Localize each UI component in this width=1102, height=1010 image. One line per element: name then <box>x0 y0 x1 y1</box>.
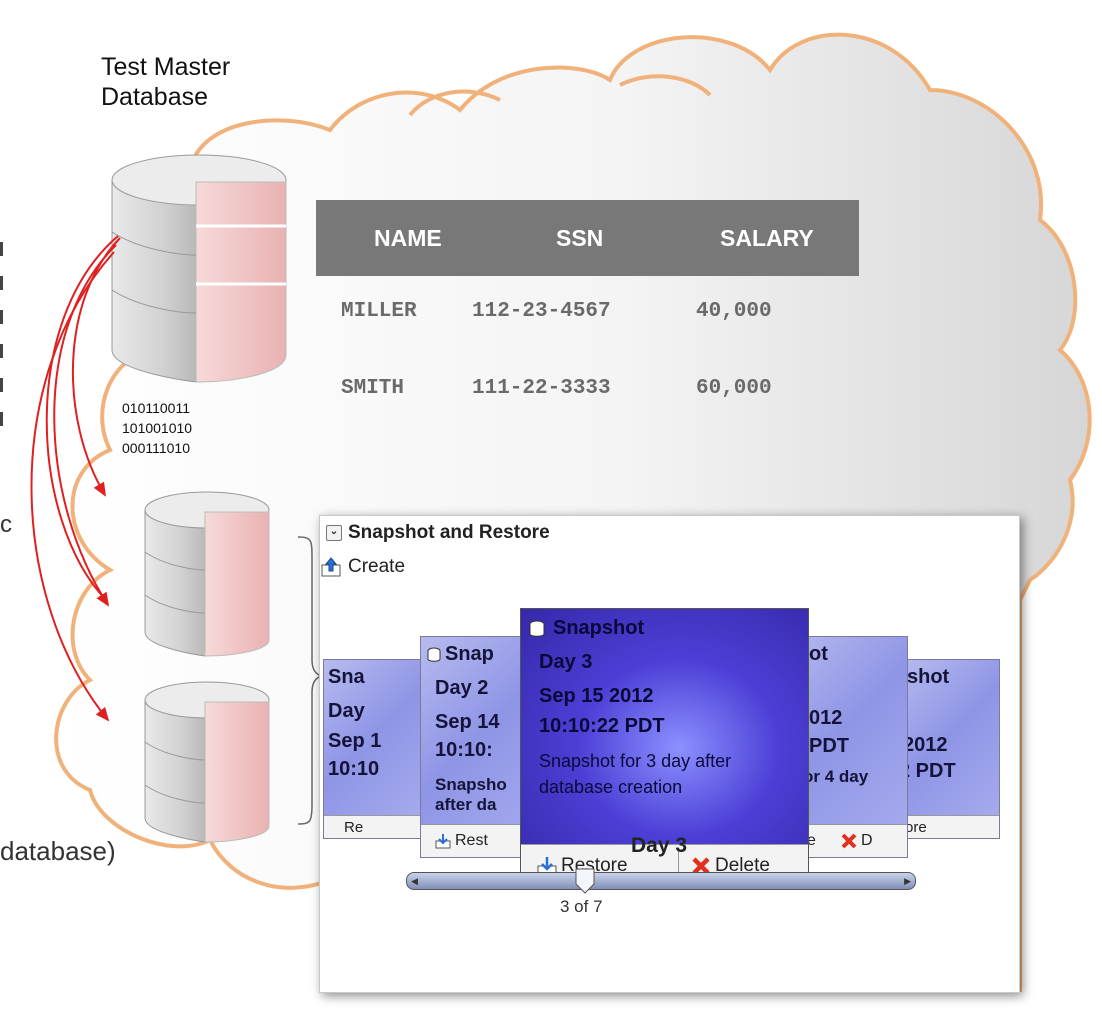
snapshot-card-day1[interactable]: Sna Day Sep 1 10:10 Re <box>323 659 425 839</box>
left-cut-text: c <box>0 511 12 538</box>
slider-right-arrow-icon[interactable]: ▶ <box>904 876 911 886</box>
database-icon <box>427 647 441 662</box>
snapshot-database-icon <box>144 681 270 843</box>
snapshot-card-header: Snapshot <box>529 617 644 640</box>
snapshot-card-date: Sep 14 <box>435 711 500 733</box>
cell-salary: 40,000 <box>696 300 772 323</box>
snapshot-card-title: shot <box>907 666 950 688</box>
restore-button[interactable]: ore <box>905 816 927 838</box>
restore-label: e <box>807 832 816 849</box>
delete-label: D <box>861 832 873 849</box>
snapshot-card-header: Snap <box>427 643 494 666</box>
panel-title: Snapshot and Restore <box>348 522 550 543</box>
snapshot-card-description: database creation <box>539 777 683 797</box>
snapshot-card-time: 10:10: <box>435 739 493 761</box>
delete-button[interactable]: D <box>841 825 873 857</box>
button-divider <box>678 849 679 883</box>
restore-button[interactable]: e <box>807 825 816 857</box>
left-cut-text: database) <box>0 836 116 866</box>
snapshot-card-date: 2012 <box>903 734 948 756</box>
restore-label: ore <box>905 818 927 836</box>
snapshot-card-time: 2 PDT <box>899 760 956 782</box>
snapshot-database-icon <box>144 491 270 657</box>
cell-ssn: 111-22-3333 <box>472 377 611 400</box>
snapshot-card-title: Sna <box>328 666 365 688</box>
snapshot-card-title: Snap <box>445 643 494 665</box>
snapshot-card-description: Snapshot for 3 day after <box>539 751 732 771</box>
restore-button[interactable]: Rest <box>435 825 488 857</box>
snapshot-card-date: Sep 1 <box>328 730 382 752</box>
master-database-icon <box>111 154 287 383</box>
cell-name: SMITH <box>341 377 405 400</box>
database-icon <box>529 620 545 637</box>
snapshot-card-title: Snapshot <box>553 617 645 639</box>
delete-label: Delete <box>715 855 770 876</box>
card-footer: ore <box>899 815 999 838</box>
column-header-name: NAME <box>374 225 442 251</box>
snapshot-card-day: Day <box>328 700 365 722</box>
snapshot-card-description: or 4 day <box>803 767 869 786</box>
create-snapshot-icon <box>321 557 341 577</box>
restore-label: Re <box>344 818 364 836</box>
slider-left-arrow-icon[interactable]: ◀ <box>411 876 418 886</box>
clone-arrows <box>30 235 121 722</box>
snapshot-card-title: ot <box>809 643 828 665</box>
snapshot-restore-panel: ⌄ Snapshot and Restore Create Sna Day Se… <box>319 515 1020 993</box>
snapshot-card-time: PDT <box>809 735 849 757</box>
slider-day-label: Day 3 <box>631 834 688 857</box>
restore-label: Rest <box>455 832 488 849</box>
restore-button[interactable]: Re <box>344 816 363 838</box>
restore-icon <box>435 834 451 849</box>
snapshot-card-date: 012 <box>809 707 843 729</box>
column-header-ssn: SSN <box>556 225 604 251</box>
binary-data-text: 010110011 101001010 000111010 <box>122 400 193 456</box>
snapshot-card-time: 10:10:22 PDT <box>539 715 665 737</box>
snapshot-card-description: Snapsho <box>435 775 507 794</box>
delete-x-icon <box>692 857 710 875</box>
snapshot-card-day5[interactable]: shot 2012 2 PDT ore <box>898 659 1000 839</box>
cell-name: MILLER <box>341 300 417 323</box>
delete-button[interactable]: Delete <box>691 845 770 887</box>
card-footer: Re <box>324 815 424 838</box>
snapshot-card-time: 10:10 <box>328 758 380 780</box>
chevron-down-icon[interactable]: ⌄ <box>326 525 342 541</box>
snapshot-slider[interactable]: ◀ ▶ <box>406 872 916 890</box>
column-header-salary: SALARY <box>720 225 814 251</box>
cell-salary: 60,000 <box>696 377 772 400</box>
left-edge-bars <box>0 242 3 426</box>
create-label: Create <box>348 556 406 577</box>
panel-header[interactable]: ⌄ Snapshot and Restore <box>326 522 550 544</box>
snapshot-card-date: Sep 15 2012 <box>539 685 654 707</box>
slider-count: 3 of 7 <box>560 897 603 916</box>
snapshot-card-day: Day 3 <box>539 651 593 673</box>
create-button[interactable]: Create <box>320 556 405 578</box>
slider-thumb[interactable] <box>575 868 595 894</box>
cell-ssn: 112-23-4567 <box>472 300 611 323</box>
snapshot-card-day: Day 2 <box>435 677 489 699</box>
master-database-label: Test Master Database <box>101 53 231 111</box>
table-header: NAME SSN SALARY <box>316 200 859 276</box>
delete-x-icon <box>841 833 857 849</box>
snapshot-card-description: after da <box>435 795 497 814</box>
